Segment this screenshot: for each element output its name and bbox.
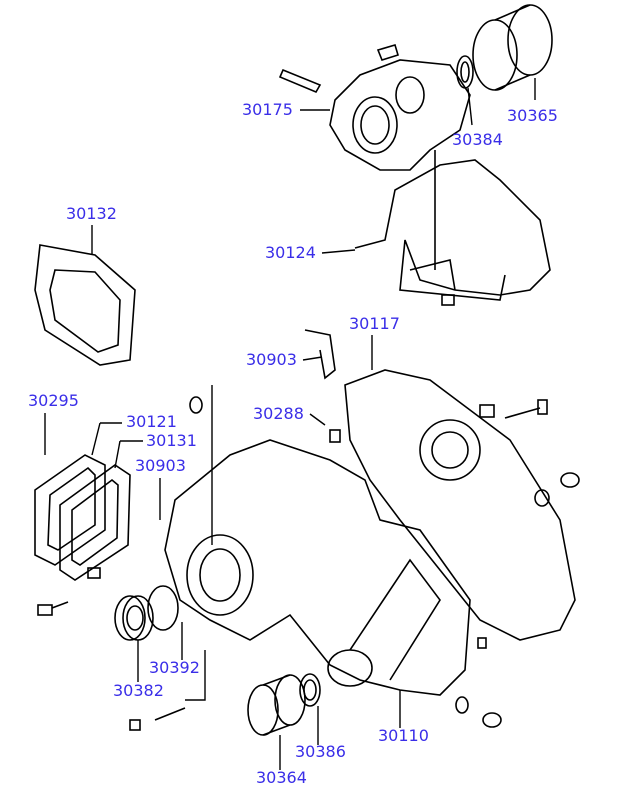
label-30382: 30382 <box>113 681 164 700</box>
part-30382-seal <box>114 595 154 641</box>
label-30121: 30121 <box>126 412 177 431</box>
label-30295: 30295 <box>28 391 79 410</box>
label-30124: 30124 <box>265 243 316 262</box>
part-30117-cover <box>344 369 576 641</box>
part-30121-cover <box>34 454 106 566</box>
hardware-bolts <box>37 329 580 731</box>
part-30392-snap-ring <box>147 585 179 631</box>
part-30110-case <box>164 439 471 696</box>
label-30175: 30175 <box>242 100 293 119</box>
part-30124-guard <box>354 150 551 306</box>
label-30117: 30117 <box>349 314 400 333</box>
part-30386-seal <box>299 673 321 707</box>
label-30364: 30364 <box>256 768 307 787</box>
part-30132-gasket <box>34 244 136 366</box>
label-30386: 30386 <box>295 742 346 761</box>
part-30364-cover <box>247 674 306 736</box>
label-30131: 30131 <box>146 431 197 450</box>
part-30175-housing <box>278 44 471 171</box>
part-30365-cover <box>472 4 553 91</box>
label-30384: 30384 <box>452 130 503 149</box>
label-30288: 30288 <box>253 404 304 423</box>
label-30110: 30110 <box>378 726 429 745</box>
label-30132: 30132 <box>66 204 117 223</box>
label-30903-upper: 30903 <box>246 350 297 369</box>
leader-lines <box>44 78 536 770</box>
label-30903-lower: 30903 <box>135 456 186 475</box>
part-30384-seal <box>456 55 474 89</box>
label-30365: 30365 <box>507 106 558 125</box>
label-30392: 30392 <box>149 658 200 677</box>
